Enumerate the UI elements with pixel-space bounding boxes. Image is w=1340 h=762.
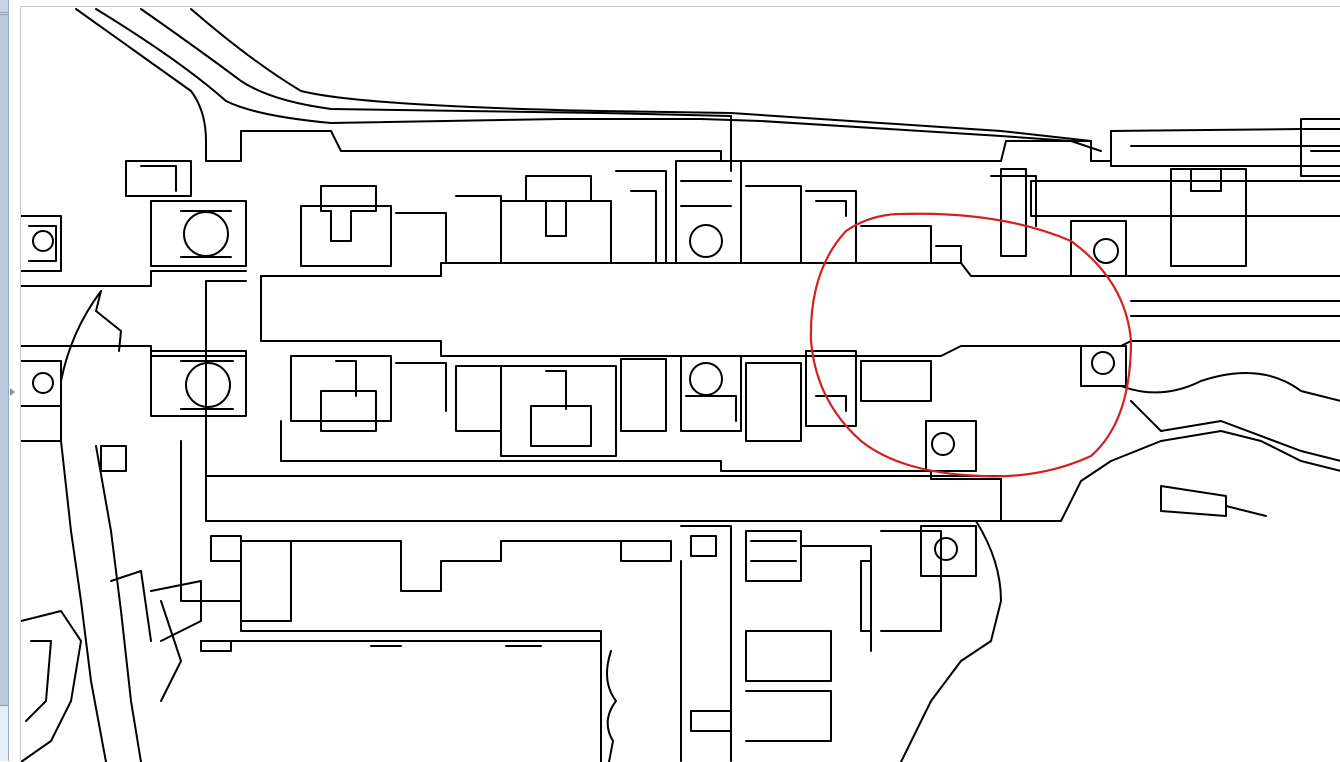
- housing-outline: [75, 8, 1340, 267]
- scroll-track[interactable]: [0, 706, 8, 761]
- scroll-thumb[interactable]: [0, 14, 8, 706]
- vertical-scrollbar[interactable]: [0, 0, 9, 761]
- highlight-annotation: [809, 212, 1133, 478]
- scroll-up-button[interactable]: [0, 0, 8, 13]
- lower-housing: [180, 372, 1340, 762]
- input-housing: [21, 160, 247, 442]
- upper-shaft: [260, 262, 1340, 357]
- upper-gears: [300, 160, 1127, 277]
- lower-shaft: [205, 280, 1002, 522]
- drawing-canvas: [20, 6, 1340, 762]
- shift-fork: [21, 440, 202, 762]
- splitter-arrow-icon[interactable]: [10, 388, 15, 396]
- lower-gears: [290, 345, 1127, 472]
- transmission-drawing: [21, 8, 1340, 762]
